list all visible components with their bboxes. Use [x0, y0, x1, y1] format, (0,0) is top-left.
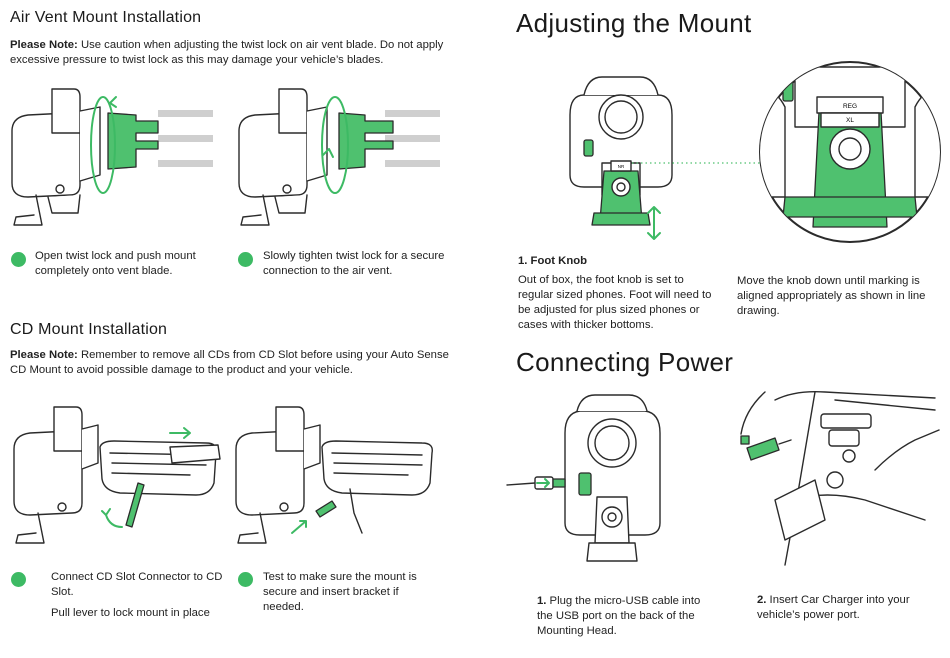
cd-note: Please Note: Remember to remove all CDs … — [10, 348, 465, 378]
step-bullet — [11, 252, 26, 267]
air-vent-open-illustration — [11, 88, 213, 226]
knob-detail-zoom: REG XL — [759, 61, 941, 243]
note-label: Please Note: — [10, 39, 78, 51]
air-vent-step1: Open twist lock and push mount completel… — [35, 250, 196, 277]
air-vent-note: Please Note: Use caution when adjusting … — [10, 38, 460, 68]
knob-label-xl: XL — [846, 117, 854, 124]
cd-title: CD Mount Installation — [10, 321, 168, 338]
air-vent-step2: Slowly tighten twist lock for a secure c… — [263, 250, 445, 277]
cd-step2: Test to make sure the mount is secure an… — [263, 571, 417, 613]
foot-knob-text: Out of box, the foot knob is set to regu… — [518, 274, 712, 331]
knob-label-small: NR — [618, 164, 625, 169]
step-text: Plug the micro-USB cable into the USB po… — [537, 595, 701, 637]
cd-step1a: Connect CD Slot Connector to CD Slot. — [51, 571, 223, 598]
cd-connect-illustration — [13, 406, 221, 544]
step-bullet — [238, 572, 253, 587]
note-label: Please Note: — [10, 349, 78, 361]
step-number: 1. — [537, 595, 547, 607]
move-knob-text: Move the knob down until marking is alig… — [737, 275, 926, 317]
air-vent-title: Air Vent Mount Installation — [10, 9, 202, 26]
car-charger-illustration — [740, 390, 940, 566]
power-step1: 1. Plug the micro-USB cable into the USB… — [537, 594, 717, 639]
foot-knob-title: 1. Foot Knob — [518, 255, 588, 267]
step-bullet — [11, 572, 26, 587]
power-title: Connecting Power — [516, 347, 734, 377]
usb-mount-illustration — [506, 394, 661, 562]
step-bullet — [238, 252, 253, 267]
note-text: Use caution when adjusting the twist loc… — [10, 39, 444, 66]
cd-test-illustration — [235, 406, 433, 544]
air-vent-tighten-illustration — [238, 88, 440, 226]
note-text: Remember to remove all CDs from CD Slot … — [10, 349, 449, 376]
step-number: 2. — [757, 594, 767, 606]
power-step2: 2. Insert Car Charger into your vehicle’… — [757, 593, 917, 623]
adjusting-title: Adjusting the Mount — [516, 8, 752, 38]
mount-front-illustration: NR — [569, 76, 772, 240]
step-text: Insert Car Charger into your vehicle’s p… — [757, 594, 910, 621]
cd-step1b: Pull lever to lock mount in place — [51, 607, 210, 619]
knob-label-reg: REG — [843, 103, 857, 110]
